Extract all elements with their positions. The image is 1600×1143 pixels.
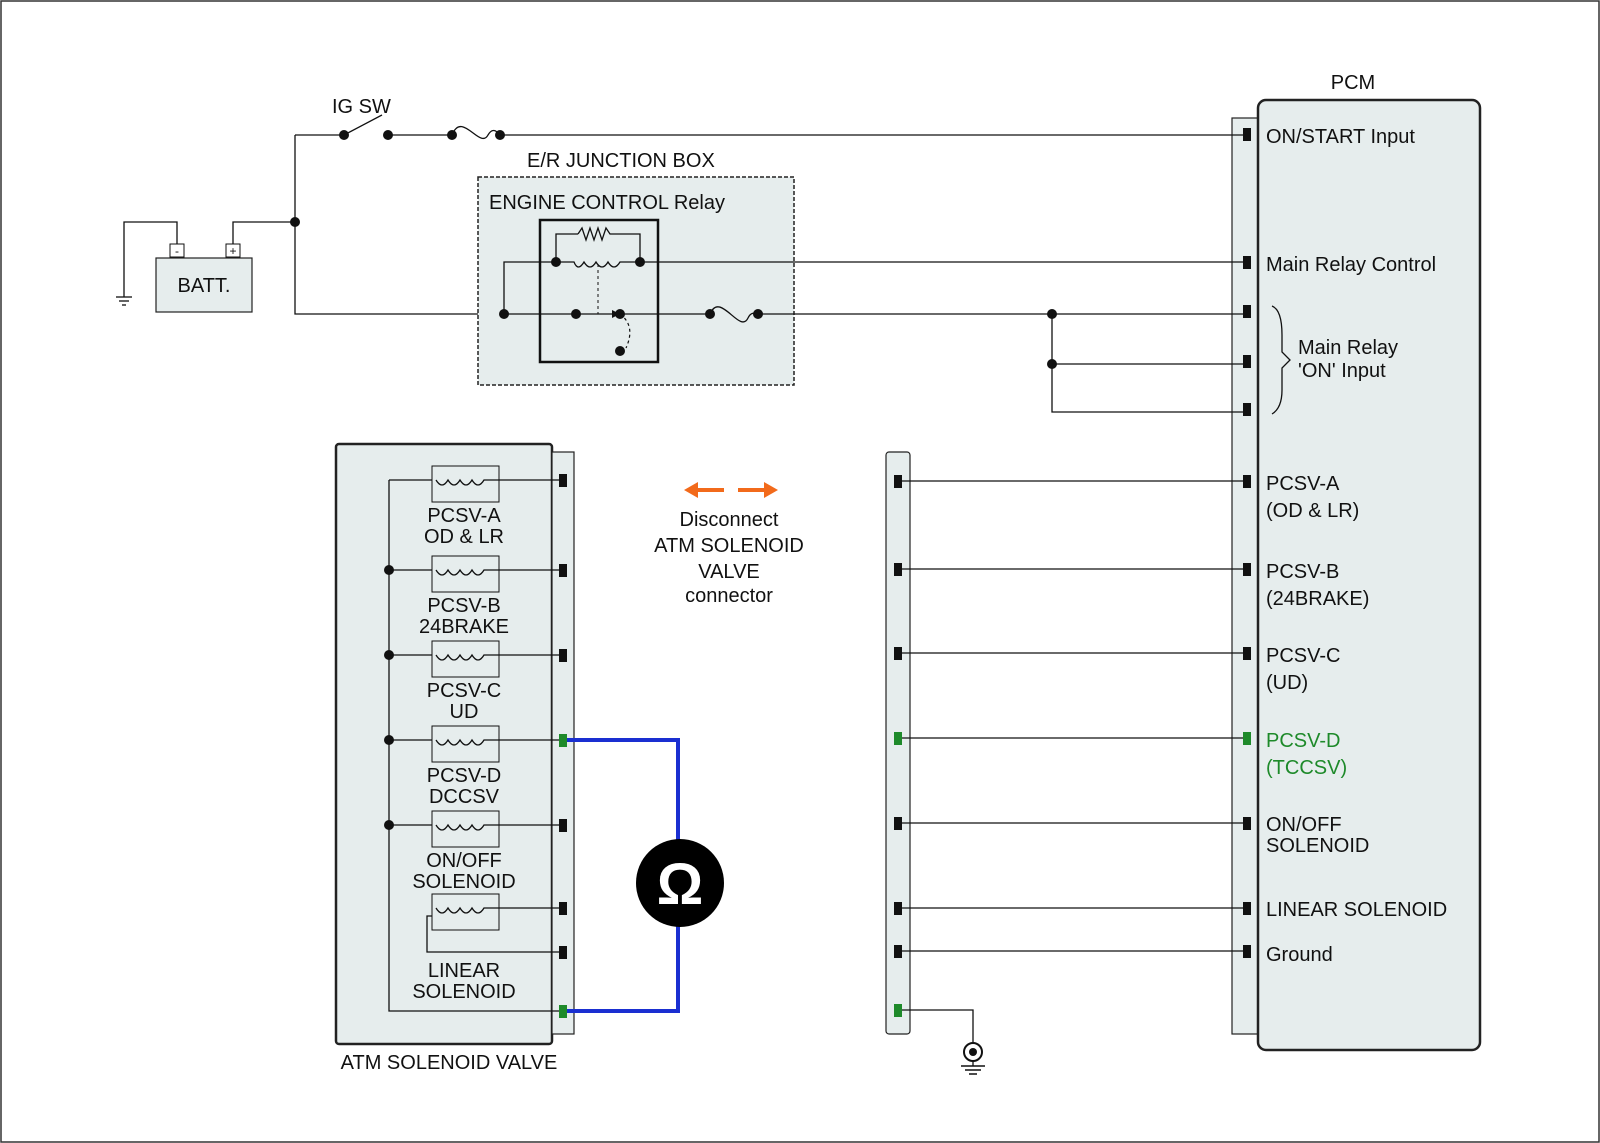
svg-text:LINEAR: LINEAR bbox=[428, 960, 500, 982]
svg-text:24BRAKE: 24BRAKE bbox=[419, 616, 509, 638]
relay-label: ENGINE CONTROL Relay bbox=[489, 192, 725, 214]
solenoid-coil: PCSV-B 24BRAKE bbox=[419, 555, 563, 638]
svg-text:ON/OFF: ON/OFF bbox=[426, 850, 502, 872]
harness-pin bbox=[894, 475, 902, 488]
pcm-label-main-relay-control: Main Relay Control bbox=[1266, 254, 1436, 276]
valve-pin bbox=[559, 474, 567, 487]
pcm-pin bbox=[1243, 128, 1251, 141]
valve-pin bbox=[559, 902, 567, 915]
pcm-pin-highlight bbox=[1243, 732, 1251, 745]
solenoid-coil: LINEAR SOLENOID bbox=[412, 893, 563, 1003]
instruction-line-2: ATM SOLENOID bbox=[654, 535, 804, 557]
meter-lead-top bbox=[567, 738, 680, 842]
pcm-body bbox=[1256, 98, 1482, 1052]
main-relay-brace bbox=[1271, 305, 1291, 415]
harness-pin-highlight bbox=[894, 732, 902, 745]
harness-pin bbox=[894, 945, 902, 958]
ohmmeter-icon bbox=[636, 839, 724, 927]
pcm-pin bbox=[1243, 475, 1251, 488]
pcm-label-pcsv-b-2: (24BRAKE) bbox=[1266, 588, 1369, 610]
atm-solenoid-valve: ATM SOLENOID VALVE PCSV-A OD & LR PCSV-B… bbox=[334, 442, 575, 1074]
ground-icon bbox=[961, 1042, 985, 1075]
junction-box: E/R JUNCTION BOX ENGINE CONTROL Relay bbox=[477, 150, 1243, 413]
solenoid-coil: ON/OFF SOLENOID bbox=[412, 810, 563, 893]
instruction-line-4: connector bbox=[685, 585, 773, 607]
battery-plus-label: + bbox=[229, 244, 236, 258]
pcm-label-main-relay-on-2: 'ON' Input bbox=[1298, 360, 1386, 382]
pcm-pin bbox=[1243, 355, 1251, 368]
pcm-pin bbox=[1243, 256, 1251, 269]
pcm-pin bbox=[1243, 403, 1251, 416]
ig-switch-label: IG SW bbox=[332, 96, 391, 118]
svg-text:OD & LR: OD & LR bbox=[424, 526, 504, 548]
battery-label: BATT. bbox=[178, 275, 231, 297]
power-circuit: BATT. - + IG SW bbox=[116, 96, 1243, 315]
valve-pin bbox=[559, 564, 567, 577]
pcm-label-linear: LINEAR SOLENOID bbox=[1266, 899, 1447, 921]
ohm-symbol: Ω bbox=[657, 852, 704, 917]
harness-pin bbox=[894, 647, 902, 660]
disconnect-instruction: Disconnect ATM SOLENOID VALVE connector bbox=[654, 482, 804, 607]
pcm-label-pcsv-a-2: (OD & LR) bbox=[1266, 500, 1359, 522]
valve-title: ATM SOLENOID VALVE bbox=[341, 1052, 558, 1074]
svg-text:SOLENOID: SOLENOID bbox=[412, 981, 515, 1003]
harness-pin bbox=[894, 563, 902, 576]
relay-coil bbox=[556, 260, 640, 268]
pcm-pin bbox=[1243, 817, 1251, 830]
pcm-pin bbox=[1243, 563, 1251, 576]
pcm-title: PCM bbox=[1331, 72, 1375, 94]
pcm-pin bbox=[1243, 647, 1251, 660]
harness-pin bbox=[894, 817, 902, 830]
svg-text:PCSV-B: PCSV-B bbox=[427, 595, 500, 617]
pcm-label-main-relay-on-1: Main Relay bbox=[1298, 337, 1398, 359]
fuse-icon bbox=[451, 126, 501, 140]
pcm-label-pcsv-d-1: PCSV-D bbox=[1266, 730, 1340, 752]
pcm-label-on-off-1: ON/OFF bbox=[1266, 814, 1342, 836]
svg-text:UD: UD bbox=[450, 701, 479, 723]
meter-lead-bottom bbox=[567, 924, 680, 1013]
pcm-label-pcsv-c-2: (UD) bbox=[1266, 672, 1308, 694]
pcm-label-on-start: ON/START Input bbox=[1266, 126, 1415, 148]
pcm-pin bbox=[1243, 902, 1251, 915]
disconnect-arrows-icon bbox=[684, 482, 778, 498]
svg-text:PCSV-C: PCSV-C bbox=[427, 680, 501, 702]
pcm-label-on-off-2: SOLENOID bbox=[1266, 835, 1369, 857]
harness-pin-highlight bbox=[894, 1004, 902, 1017]
pcm-label-pcsv-c-1: PCSV-C bbox=[1266, 645, 1340, 667]
ig-switch-lever bbox=[343, 114, 383, 136]
solenoid-coil: PCSV-D DCCSV bbox=[427, 725, 563, 808]
pcm-label-pcsv-b-1: PCSV-B bbox=[1266, 561, 1339, 583]
svg-text:PCSV-A: PCSV-A bbox=[427, 505, 501, 527]
pcm-pin bbox=[1243, 305, 1251, 318]
valve-pin-highlight bbox=[559, 1005, 567, 1018]
instruction-line-3: VALVE bbox=[698, 561, 760, 583]
harness-pin bbox=[894, 902, 902, 915]
pcm-label-pcsv-a-1: PCSV-A bbox=[1266, 473, 1340, 495]
chassis-ground-icon bbox=[116, 296, 132, 306]
battery bbox=[155, 257, 253, 313]
pcm-pin bbox=[1243, 945, 1251, 958]
valve-pin bbox=[559, 946, 567, 959]
valve-pin-highlight bbox=[559, 734, 567, 747]
ohmmeter: Ω bbox=[567, 738, 724, 1013]
solenoid-coil: PCSV-C UD bbox=[427, 640, 563, 723]
svg-text:SOLENOID: SOLENOID bbox=[412, 871, 515, 893]
svg-text:DCCSV: DCCSV bbox=[429, 786, 500, 808]
junction-box-title: E/R JUNCTION BOX bbox=[527, 150, 715, 172]
relay-resistor bbox=[577, 225, 641, 262]
solenoid-coil: PCSV-A OD & LR bbox=[424, 465, 563, 548]
pcm-label-pcsv-d-2: (TCCSV) bbox=[1266, 757, 1347, 779]
svg-text:PCSV-D: PCSV-D bbox=[427, 765, 501, 787]
battery-minus-label: - bbox=[175, 244, 179, 258]
instruction-line-1: Disconnect bbox=[680, 509, 779, 531]
valve-pin bbox=[559, 819, 567, 832]
pcm-label-ground: Ground bbox=[1266, 944, 1333, 966]
relay-body bbox=[538, 218, 660, 364]
harness-connector bbox=[885, 451, 1243, 1075]
valve-pin bbox=[559, 649, 567, 662]
pcm-module: PCM ON/START Input Main Relay Control Ma… bbox=[1231, 72, 1482, 1052]
